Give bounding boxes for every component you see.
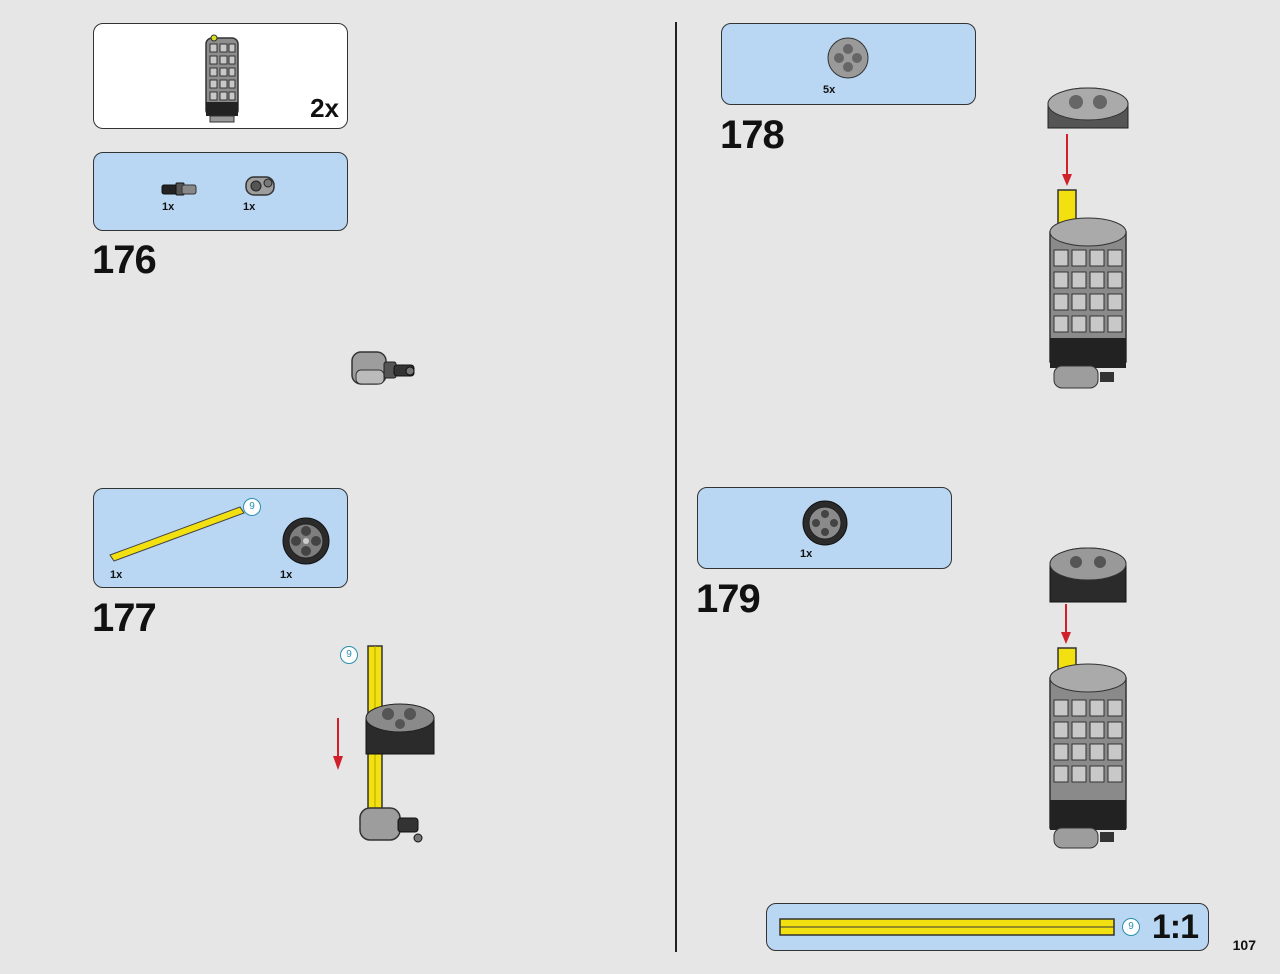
step-177-axle-length-badge: 9: [340, 646, 358, 664]
step-176-number: 176: [92, 238, 157, 282]
step-177-number: 177: [92, 596, 157, 640]
yellow-axle-part-image: [109, 506, 245, 562]
step-178-part-1-qty: 5x: [823, 84, 836, 96]
step-177-parts-callout: 9 1x 1x: [93, 488, 348, 588]
scale-axle-length-badge: 9: [1122, 918, 1140, 936]
tower-subassembly-image: [205, 34, 239, 123]
step-177-part-2-qty: 1x: [280, 569, 293, 581]
gray-gear-hub-part-image: [827, 37, 869, 79]
step-177-part-1-qty: 1x: [110, 569, 123, 581]
step-179-part-1-qty: 1x: [800, 548, 813, 560]
step-178-parts-callout: 5x: [721, 23, 976, 105]
axle-connector-part-image: [245, 176, 275, 196]
gear-hub-part-image-179: [802, 500, 848, 546]
step-179-build-image: [1049, 547, 1127, 849]
subassembly-callout: 2x: [93, 23, 348, 129]
step-176-build-image: [351, 351, 415, 385]
gear-hub-part-image: [282, 517, 330, 565]
scale-label: 1:1: [1151, 908, 1199, 946]
step-178-build-image: [1047, 87, 1129, 389]
step-176-parts-callout: 1x 1x: [93, 152, 348, 231]
step-176-part-1-qty: 1x: [162, 201, 175, 213]
page-divider: [675, 22, 677, 952]
subassembly-multiplier: 2x: [310, 93, 339, 123]
yellow-axle-length-badge: 9: [243, 498, 261, 516]
step-178-number: 178: [720, 113, 785, 157]
step-179-parts-callout: 1x: [697, 487, 952, 569]
step-177-build-image: [333, 645, 435, 843]
step-179-number: 179: [696, 577, 761, 621]
page-number: 107: [1232, 937, 1256, 953]
scale-reference-box: 9 1:1: [766, 903, 1209, 951]
pin-axle-part-image: [161, 182, 197, 196]
step-176-part-2-qty: 1x: [243, 201, 256, 213]
scale-axle-image: [779, 918, 1115, 936]
